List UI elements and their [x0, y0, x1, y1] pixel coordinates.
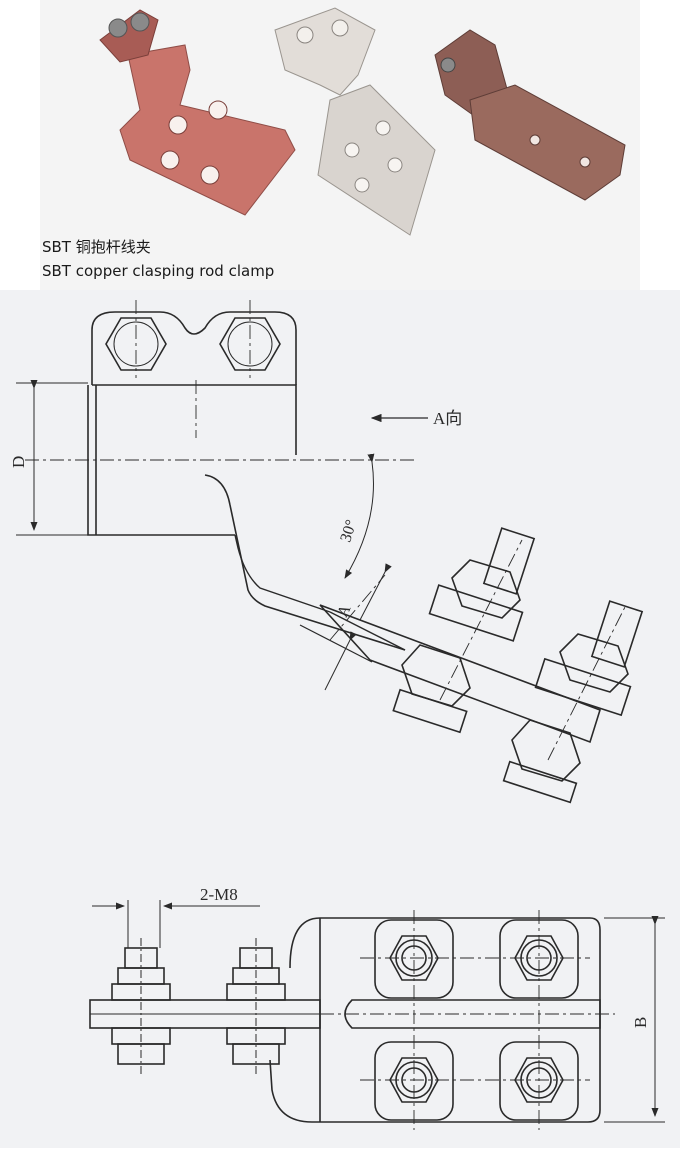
dimension-b-label: B [631, 1017, 650, 1028]
product-photo [40, 0, 640, 290]
clamp-top-housing [91, 311, 297, 385]
tinned-clamp-photo [274, 7, 436, 236]
caption-english: SBT copper clasping rod clamp [42, 262, 275, 280]
clamp-body-top [92, 384, 297, 455]
bent-arm-upper [204, 474, 406, 651]
left-bolt-stack-2 [226, 938, 286, 1075]
left-bolt-stack-1 [111, 938, 171, 1075]
dimension-d [16, 380, 88, 536]
center-tongue [344, 999, 601, 1029]
top-bolt-head-right [219, 317, 281, 371]
bronze-clamp-photo [434, 29, 626, 201]
tongue-bolt-1 [392, 527, 536, 734]
tongue-plate [319, 604, 601, 744]
side-view [87, 311, 644, 804]
angle-label: 30° [337, 518, 360, 545]
bolt-spec-label: 2-M8 [200, 885, 238, 904]
top-bolt-head-left [105, 317, 167, 371]
dimension-a [324, 563, 392, 691]
front-view [89, 917, 601, 1123]
product-photo-illustration [99, 7, 626, 236]
dimension-bolt-spacing [92, 900, 260, 948]
caption-chinese: SBT 铜抱杆线夹 [42, 238, 151, 256]
copper-clamp-photo [99, 9, 296, 216]
tongue-bolt-2 [502, 600, 644, 804]
side-view-centerlines [25, 300, 627, 761]
dimension-b [604, 916, 665, 1123]
dimension-d-label: D [9, 456, 28, 468]
front-view-centerlines [95, 910, 615, 1130]
technical-drawing: D A向 30° A [0, 290, 680, 1148]
technical-drawing-svg: D A向 30° A [9, 300, 665, 1130]
angle-arc [344, 453, 375, 579]
view-direction-label: A向 [433, 409, 462, 428]
